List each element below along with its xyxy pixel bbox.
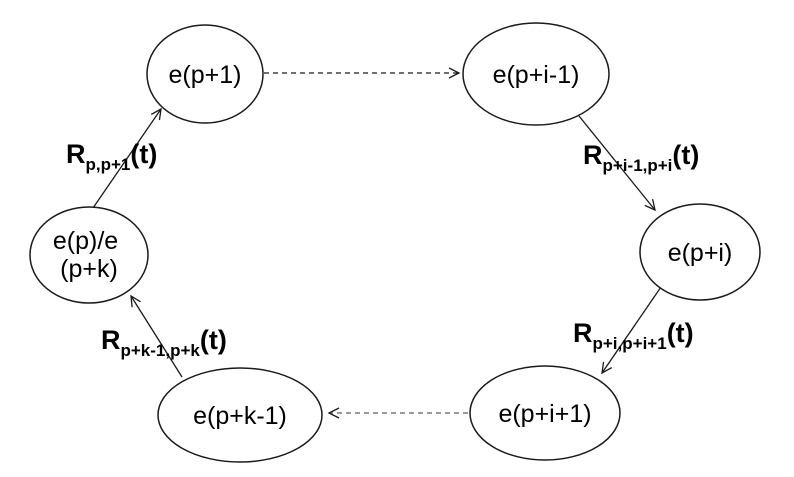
edge-label-r-pk1-pk: Rp+k-1,p+k(t) [101, 325, 227, 360]
node-label: e(p+1) [169, 61, 242, 89]
rate-suffix: (t) [667, 318, 694, 348]
edge-label-r-pi1-pi: Rp+i-1,p+i(t) [583, 140, 699, 175]
node-label-line1: e(p)/e [53, 227, 118, 255]
rate-base: R [101, 325, 121, 355]
rate-suffix: (t) [130, 139, 157, 169]
edge-label-r-p-p1: Rp,p+1(t) [66, 139, 157, 174]
node-label: e(p+i) [668, 239, 733, 267]
rate-subscript: p+i-1,p+i [603, 156, 673, 175]
node-label-line2: (p+k) [60, 255, 118, 283]
node-ellipse [29, 206, 149, 304]
node-label: e(p+i-1) [493, 61, 580, 89]
node-ellipse [469, 365, 621, 461]
edge-label-r-pi-pi1: Rp+i,p+i+1(t) [573, 318, 694, 353]
rate-base: R [583, 140, 603, 170]
node-e-p-over-e-p-plus-k: e(p)/e (p+k) [29, 206, 149, 304]
rate-suffix: (t) [200, 325, 227, 355]
rate-subscript: p+i,p+i+1 [593, 334, 667, 353]
node-ellipse [146, 24, 264, 124]
edge-epi1-to-epi [578, 115, 656, 212]
node-label: e(p+i+1) [498, 400, 591, 428]
node-ellipse [639, 203, 761, 301]
rate-base: R [66, 139, 86, 169]
rate-subscript: p,p+1 [86, 155, 131, 174]
node-e-p-plus-i: e(p+i) [639, 203, 761, 301]
edge-epk1-to-ep [130, 294, 183, 378]
rate-subscript: p+k-1,p+k [121, 341, 201, 360]
edge-ep-to-ep1 [92, 107, 162, 209]
node-e-p-plus-1: e(p+1) [146, 24, 264, 124]
rate-suffix: (t) [672, 140, 699, 170]
node-ellipse [157, 367, 323, 463]
node-label: e(p+k-1) [193, 402, 287, 430]
node-label: e(p)/e (p+k) [53, 227, 125, 283]
rate-base: R [573, 318, 593, 348]
node-e-p-plus-i-minus-1: e(p+i-1) [462, 22, 610, 126]
node-e-p-plus-k-minus-1: e(p+k-1) [157, 367, 323, 463]
node-e-p-plus-i-plus-1: e(p+i+1) [469, 365, 621, 461]
edge-epi-to-epip1 [601, 286, 662, 375]
node-ellipse [462, 22, 610, 126]
